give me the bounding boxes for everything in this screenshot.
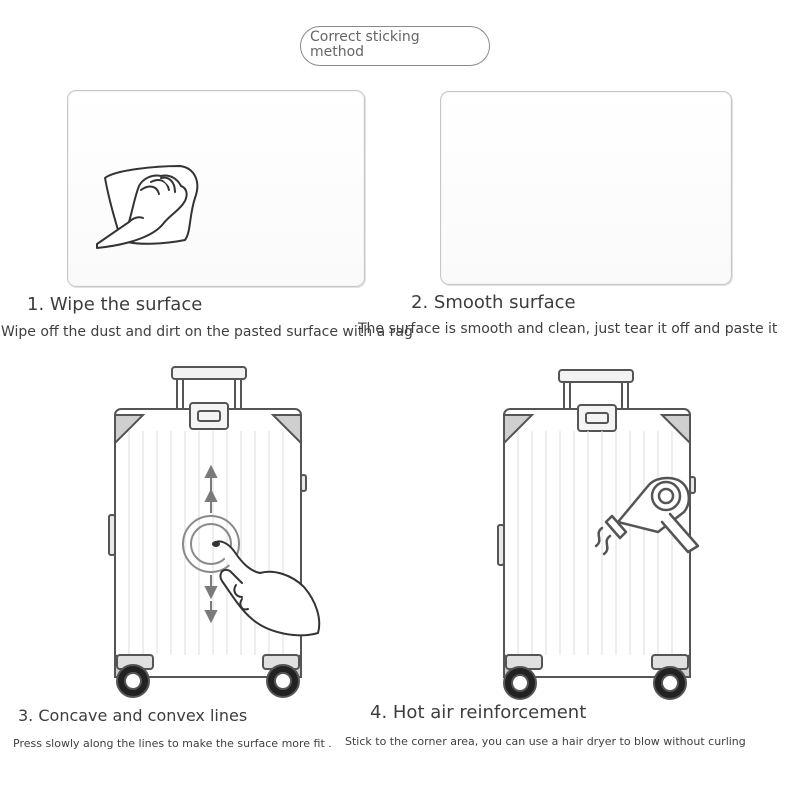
- method-title-line1: Correct sticking: [310, 29, 420, 45]
- step3-description: Press slowly along the lines to make the…: [13, 737, 332, 750]
- suitcase-illustration-right: [497, 369, 696, 700]
- finger-pressing-icon: [212, 540, 321, 637]
- step4-description: Stick to the corner area, you can use a …: [345, 735, 746, 748]
- method-title-line2: method: [310, 44, 365, 60]
- step2-surface-panel: [440, 91, 732, 285]
- step3-title: 3. Concave and convex lines: [18, 706, 248, 725]
- hand-wiping-icon: [96, 165, 199, 249]
- step2-description: The surface is smooth and clean, just te…: [358, 321, 778, 337]
- method-title-badge: Correct sticking method: [300, 26, 490, 66]
- step4-title: 4. Hot air reinforcement: [370, 702, 587, 723]
- suitcase-illustration-left: [108, 366, 307, 698]
- hair-dryer-icon: [594, 476, 700, 556]
- step1-description: Wipe off the dust and dirt on the pasted…: [1, 324, 413, 340]
- step1-title: 1. Wipe the surface: [27, 294, 203, 315]
- step2-title: 2. Smooth surface: [411, 292, 576, 313]
